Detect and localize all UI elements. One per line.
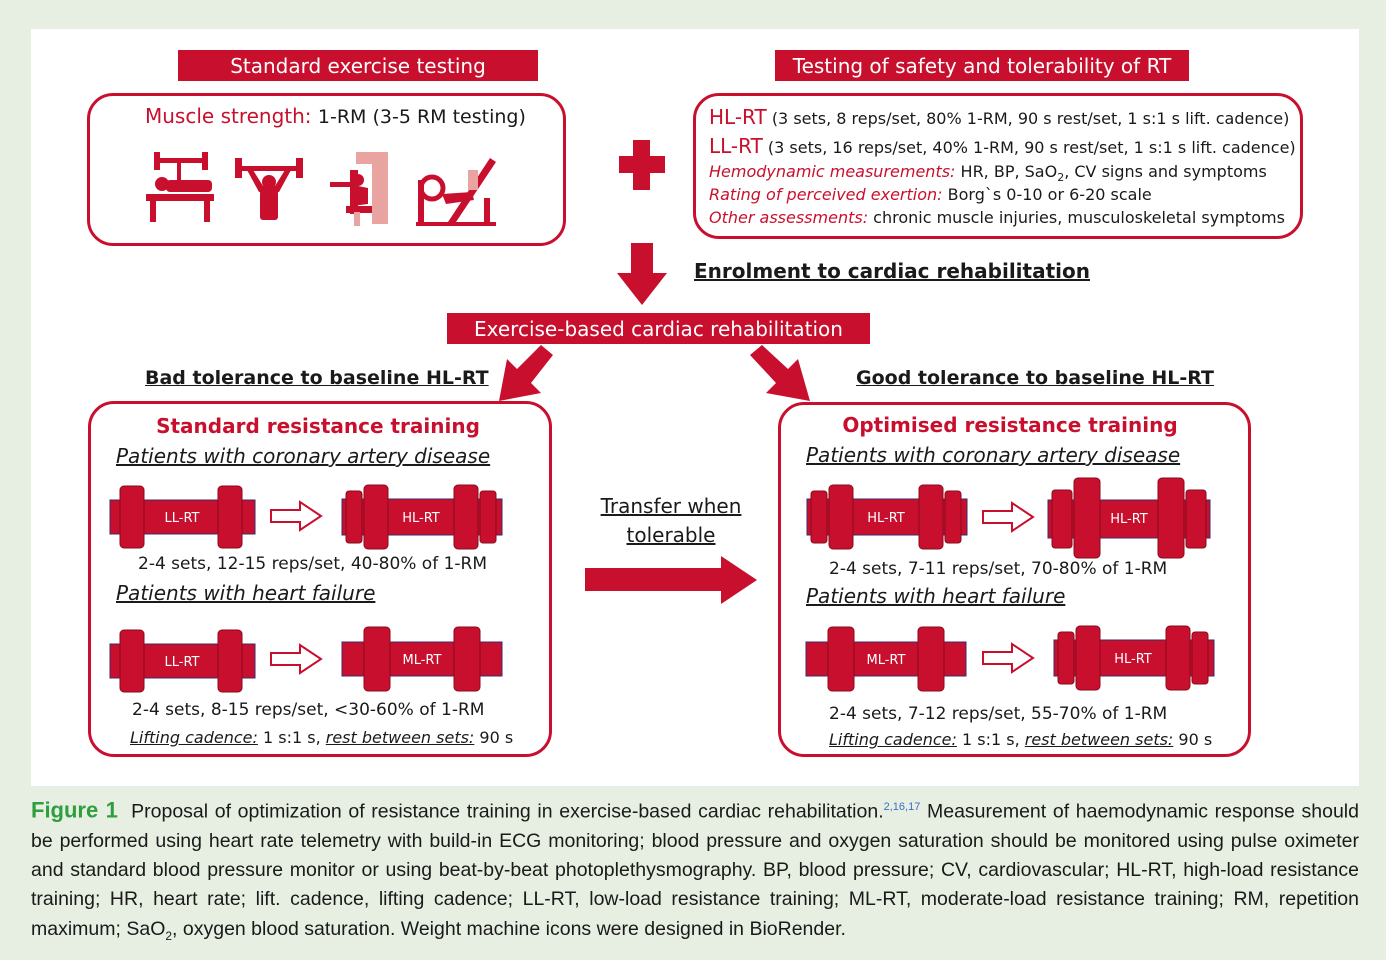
bench-press-icon <box>146 152 214 222</box>
caption-refs: 2,16,17 <box>883 801 921 813</box>
standard-rt-title: Standard resistance training <box>156 414 480 438</box>
overhead-press-icon <box>235 158 303 220</box>
ll-rt-label: LL-RT <box>709 134 763 158</box>
borg-line: Rating of perceived exertion: Borg`s 0-1… <box>709 185 1152 204</box>
dumbbell-hl-rt-icon: HL-RT <box>341 484 503 550</box>
other-assessments-label: Other assessments: <box>709 208 869 227</box>
cadence-value: 1 s:1 s, <box>961 730 1020 749</box>
hemodynamic-label: Hemodynamic measurements: <box>709 162 956 181</box>
transfer-arrow-icon <box>585 556 757 604</box>
optimised-hf-heading: Patients with heart failure <box>806 584 1066 608</box>
standard-hf-params: 2-4 sets, 8-15 reps/set, <30-60% of 1-RM <box>132 700 485 720</box>
rest-label: rest between sets: <box>1024 730 1174 749</box>
plus-icon <box>619 140 665 190</box>
standard-rt-box <box>88 401 552 757</box>
dumbbell-label: HL-RT <box>402 511 440 526</box>
hl-rt-protocol: HL-RT (3 sets, 8 reps/set, 80% 1-RM, 90 … <box>709 105 1289 129</box>
cadence-value: 1 s:1 s, <box>262 728 321 747</box>
borg-label: Rating of perceived exertion: <box>709 185 943 204</box>
figure-label: Figure 1 <box>31 797 118 823</box>
outline-arrow-icon <box>270 643 323 675</box>
hemodynamic-sub: 2 <box>1057 171 1065 185</box>
transfer-line-2: tolerable <box>626 523 716 547</box>
dumbbell-label: LL-RT <box>165 511 200 526</box>
other-assessments-text: chronic muscle injuries, musculoskeletal… <box>873 208 1285 227</box>
dumbbell-ll-rt-icon: LL-RT <box>109 629 256 693</box>
dumbbell-hl-rt-icon: HL-RT <box>806 484 968 550</box>
cadence-label: Lifting cadence: <box>130 728 258 747</box>
dumbbell-label: HL-RT <box>1110 512 1148 527</box>
dumbbell-ll-rt-icon: LL-RT <box>109 485 256 549</box>
hl-rt-text: (3 sets, 8 reps/set, 80% 1-RM, 90 s rest… <box>771 109 1290 128</box>
dumbbell-ml-rt-icon: ML-RT <box>805 626 967 692</box>
optimised-rt-title: Optimised resistance training <box>842 413 1178 437</box>
standard-cad-heading: Patients with coronary artery disease <box>116 444 491 468</box>
dumbbell-hl-rt-icon: HL-RT <box>1053 625 1215 691</box>
standard-testing-header: Standard exercise testing <box>178 50 538 81</box>
chest-press-machine-icon <box>330 152 388 226</box>
dumbbell-ml-rt-icon: ML-RT <box>341 626 503 692</box>
optimised-cad-params: 2-4 sets, 7-11 reps/set, 70-80% of 1-RM <box>829 559 1168 579</box>
standard-hf-heading: Patients with heart failure <box>116 581 376 605</box>
caption-lead: Proposal of optimization of resistance t… <box>131 800 884 823</box>
hemodynamic-text-b: , CV signs and symptoms <box>1064 162 1267 181</box>
standard-cadence-line: Lifting cadence: 1 s:1 s, rest between s… <box>130 728 513 747</box>
rest-value: 90 s <box>479 728 514 747</box>
optimised-cadence-line: Lifting cadence: 1 s:1 s, rest between s… <box>829 730 1212 749</box>
dumbbell-label: HL-RT <box>1114 652 1152 667</box>
dumbbell-hl-rt-large-icon: HL-RT <box>1047 477 1211 559</box>
outline-arrow-icon <box>982 642 1035 674</box>
rest-value: 90 s <box>1178 730 1213 749</box>
arrow-down-left-icon <box>499 345 553 401</box>
enrolment-heading: Enrolment to cardiac rehabilitation <box>694 259 1090 283</box>
dumbbell-label: LL-RT <box>165 655 200 670</box>
caption-body-a: Measurement of haemodynamic response sho… <box>31 800 1359 940</box>
dumbbell-label: ML-RT <box>403 653 442 668</box>
optimised-hf-params: 2-4 sets, 7-12 reps/set, 55-70% of 1-RM <box>829 704 1168 724</box>
caption-body-b: , oxygen blood saturation. Weight machin… <box>172 917 846 940</box>
arrow-down-right-icon <box>750 345 810 401</box>
rest-label: rest between sets: <box>325 728 475 747</box>
standard-cad-params: 2-4 sets, 12-15 reps/set, 40-80% of 1-RM <box>138 554 488 574</box>
muscle-strength-value: 1-RM (3-5 RM testing) <box>317 106 526 128</box>
hemodynamic-text-a: HR, BP, SaO <box>960 162 1058 181</box>
optimised-rt-box <box>778 402 1251 757</box>
other-assessments-line: Other assessments: chronic muscle injuri… <box>709 208 1285 227</box>
safety-testing-header: Testing of safety and tolerability of RT <box>775 50 1189 81</box>
cadence-label: Lifting cadence: <box>829 730 957 749</box>
leg-press-machine-icon <box>416 158 496 226</box>
bad-tolerance-heading: Bad tolerance to baseline HL-RT <box>145 367 489 389</box>
outline-arrow-icon <box>270 500 323 532</box>
optimised-cad-heading: Patients with coronary artery disease <box>806 443 1181 467</box>
hemodynamic-line: Hemodynamic measurements: HR, BP, SaO2, … <box>709 162 1267 184</box>
hl-rt-label: HL-RT <box>709 105 767 129</box>
caption-sub: 2 <box>165 928 173 943</box>
transfer-line-1: Transfer when <box>600 494 742 518</box>
borg-text: Borg`s 0-10 or 6-20 scale <box>947 185 1152 204</box>
ll-rt-protocol: LL-RT (3 sets, 16 reps/set, 40% 1-RM, 90… <box>709 134 1296 158</box>
muscle-strength-label: Muscle strength: <box>145 104 312 128</box>
dumbbell-label: ML-RT <box>867 653 906 668</box>
outline-arrow-icon <box>982 501 1035 533</box>
down-arrow-icon <box>617 243 667 305</box>
figure-caption: Figure 1 Proposal of optimization of res… <box>31 793 1359 951</box>
safety-testing-box <box>693 93 1303 239</box>
ll-rt-text: (3 sets, 16 reps/set, 40% 1-RM, 90 s res… <box>767 138 1296 157</box>
good-tolerance-heading: Good tolerance to baseline HL-RT <box>856 367 1214 389</box>
muscle-strength-line: Muscle strength: 1-RM (3-5 RM testing) <box>145 104 526 128</box>
exercise-based-header: Exercise-based cardiac rehabilitation <box>447 313 870 344</box>
dumbbell-label: HL-RT <box>867 511 905 526</box>
